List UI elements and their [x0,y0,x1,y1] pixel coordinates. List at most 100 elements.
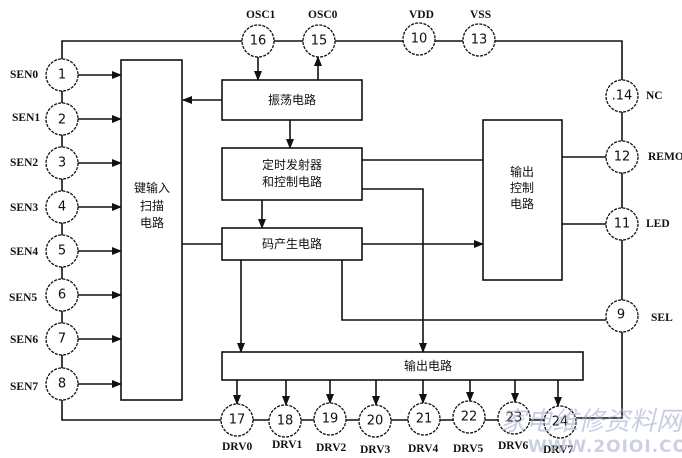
pin-label: DRV5 [453,443,484,455]
pin-label: DRV7 [543,444,574,456]
output-ctrl-label-line3: 电路 [510,196,534,211]
pin-10: 10 VDD [402,9,436,56]
pin-number: 24 [552,415,569,430]
oscillator-label: 振荡电路 [268,92,316,107]
pin-number: 22 [461,410,478,425]
pin-label: SEN3 [10,202,38,214]
pin-number: .14 [612,89,633,104]
pin-label: DRV4 [408,443,439,455]
output-block: 输出电路 [221,351,584,381]
output-ctrl-label-line1: 输出 [510,164,534,179]
bottom-rail-wire [61,400,221,421]
pin-number: 8 [58,377,66,392]
pin-label: SEN1 [12,112,40,124]
pin-number: 17 [229,413,246,428]
pin-label: DRV0 [222,441,253,453]
top-rail-wire [61,40,623,80]
pin-number: 3 [58,156,66,171]
pin-number: 20 [367,414,384,429]
pin-13: 13 VSS [462,9,496,57]
pin-label: DRV2 [316,442,347,454]
pin-number: 16 [250,34,267,49]
pin-label: DRV1 [272,439,303,451]
pin-label: LED [646,218,670,230]
top-pins: 16 OSC1 15 OSC0 10 VDD 13 VSS [241,9,496,58]
pin-number: 10 [411,32,428,47]
code-gen-label: 码产生电路 [262,236,322,251]
pin-number: 7 [58,332,66,347]
wires [61,40,623,421]
timer-label-line1: 定时发射器 [262,157,322,172]
pin-12: 12 REMO [605,140,682,174]
pin-label: SEN5 [9,292,37,304]
pin-label: DRV3 [360,444,391,456]
pin-label: NC [646,90,663,102]
left-pins: 1 SEN0 2 SEN1 3 SEN2 4 SEN3 5 SEN4 6 SEN5 7 SEN… [9,58,79,401]
pin-label: SEN6 [10,334,38,346]
pin-15: 15 OSC0 [302,9,338,58]
pin-1: 1 SEN0 [10,58,79,92]
sel-to-drv7-wire [576,332,623,419]
pin-label: OSC0 [308,9,338,21]
pin-number: 2 [58,113,66,128]
pin-2: 2 SEN1 [12,102,79,136]
key-scan-label-line1: 键输入 [134,180,170,195]
pin-label: SEN2 [10,157,38,169]
pin-11: 11 LED [605,207,670,241]
pin-14: .14 NC [605,79,663,113]
right-pins: .14 NC 12 REMO 11 LED 9 SEL [605,79,682,333]
pin-label: VSS [470,9,491,21]
key-scan-label-line2: 扫描 [140,199,164,213]
pin-4: 4 SEN3 [10,190,79,224]
pin-number: 23 [506,411,523,426]
timer-block: 定时发射器 和控制电路 [221,147,363,201]
pin-number: 5 [58,244,66,259]
pin-number: 12 [614,150,631,165]
codegen-to-sel-wire [341,260,606,321]
pin-label: SEN0 [10,69,38,81]
pin-label: SEN4 [10,246,38,258]
timer-label-line2: 和控制电路 [262,174,322,189]
pin-9: 9 SEL [605,299,673,333]
output-ctrl-block: 输出 控制 电路 [482,119,563,281]
pin-number: 6 [58,288,66,303]
pin-label: VDD [409,9,434,21]
pin-number: 21 [416,412,433,427]
pin-number: 9 [617,308,625,323]
pin-label: OSC1 [246,9,276,21]
pin-16: 16 OSC1 [241,9,276,58]
pin-3: 3 SEN2 [10,146,79,180]
code-gen-block: 码产生电路 [221,227,363,261]
pin-number: 1 [58,68,66,83]
output-ctrl-label-line2: 控制 [510,181,534,195]
watermark: 家电维修资料网 WWW.2OIOI.COM [500,407,682,457]
pin-number: 4 [58,200,66,215]
watermark-url: WWW.2OIOI.COM [528,437,682,457]
output-label: 输出电路 [404,358,452,373]
pin-number: 13 [471,33,488,48]
pin-5: 5 SEN4 [10,234,79,268]
pin-label: REMO [648,151,682,163]
key-scan-block: 键输入 扫描 电路 [120,59,183,401]
oscillator-block: 振荡电路 [221,79,363,121]
pin-number: 19 [322,412,339,427]
pin-number: 11 [614,217,631,232]
pin-label: SEL [651,312,673,324]
key-scan-label-line3: 电路 [140,215,164,230]
pin-label: DRV6 [498,440,529,452]
pin-number: 15 [311,34,328,49]
timer-to-output-wire [362,188,427,353]
pin-6: 6 SEN5 [9,278,79,312]
pin-7: 7 SEN6 [10,322,79,356]
